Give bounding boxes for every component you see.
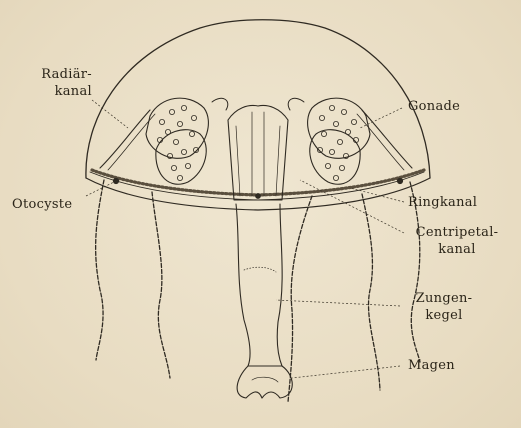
gonad-left-upper: [146, 98, 208, 158]
leader-zungen: [276, 300, 400, 306]
label-centripetalkanal-line2: kanal: [404, 241, 510, 258]
label-otocyste-text: Otocyste: [12, 196, 72, 213]
bell-outline: [86, 20, 430, 178]
label-radiaerkanal: Radiär- kanal: [22, 66, 92, 100]
label-centripetalkanal-line1: Centripetal-: [404, 224, 510, 241]
label-zungenkegel-line2: kegel: [404, 307, 484, 324]
manubrium: [228, 106, 288, 200]
tentacle-1: [96, 180, 104, 360]
label-ringkanal: Ringkanal: [408, 194, 477, 211]
tentacle-3: [288, 196, 312, 402]
label-gonade-text: Gonade: [408, 98, 460, 115]
label-gonade: Gonade: [408, 98, 460, 115]
label-centripetalkanal: Centripetal- kanal: [404, 224, 510, 258]
zungenkegel: [236, 204, 282, 366]
label-radiaerkanal-line2: kanal: [22, 83, 92, 100]
label-magen-text: Magen: [408, 357, 455, 374]
tentacle-4: [362, 194, 380, 390]
tentacle-2: [152, 192, 170, 378]
leader-radiaer: [92, 100, 128, 128]
label-magen: Magen: [408, 357, 455, 374]
radial-canal-right: [362, 110, 412, 168]
label-radiaerkanal-line1: Radiär-: [22, 66, 92, 83]
label-otocyste: Otocyste: [12, 196, 72, 213]
label-zungenkegel: Zungen- kegel: [404, 290, 484, 324]
magen-shape: [237, 366, 292, 398]
label-zungenkegel-line1: Zungen-: [404, 290, 484, 307]
otocyst-left: [113, 178, 118, 183]
radial-canal-left: [100, 110, 150, 168]
leader-magen: [292, 366, 400, 378]
ring-canal: [92, 170, 424, 195]
label-ringkanal-text: Ringkanal: [408, 194, 477, 211]
gonad-right-upper: [308, 98, 370, 158]
